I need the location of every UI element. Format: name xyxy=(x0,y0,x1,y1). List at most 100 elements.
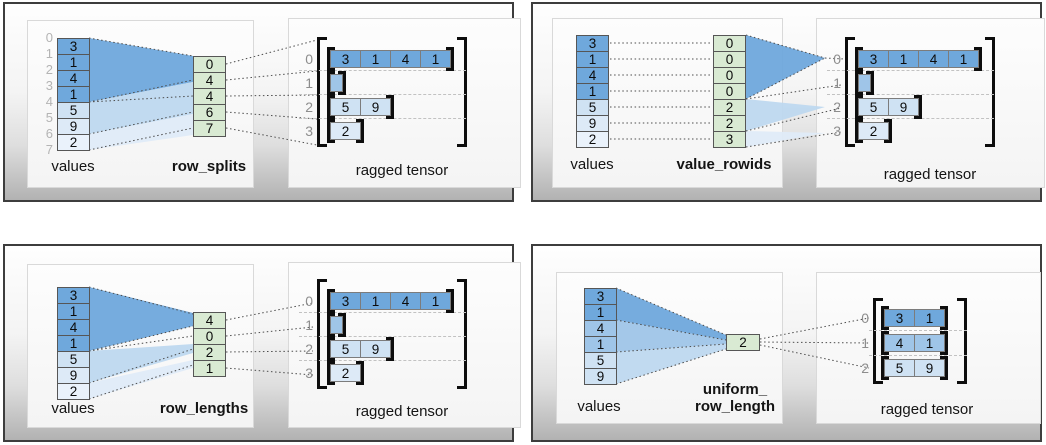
index-label: 0 xyxy=(305,293,313,309)
cell: 2 xyxy=(713,115,746,132)
tensor-row xyxy=(855,71,874,95)
cell: 4 xyxy=(584,320,617,337)
index-label: 6 xyxy=(45,126,53,141)
cell: 9 xyxy=(576,115,609,132)
close-bracket-icon xyxy=(356,361,364,385)
tensor-cell: 1 xyxy=(360,292,391,310)
tensor-label: ragged tensor xyxy=(355,403,449,420)
dotted-line xyxy=(225,302,314,321)
dotted-line xyxy=(225,111,318,120)
tensor-label: ragged tensor xyxy=(880,401,974,418)
open-bracket-icon xyxy=(855,95,863,119)
cell: 3 xyxy=(57,287,90,304)
cell: 0 xyxy=(713,67,746,84)
dotted-line xyxy=(225,94,318,97)
row-separator xyxy=(827,94,994,95)
dotted-line xyxy=(88,348,194,384)
cell: 4 xyxy=(193,312,226,329)
values-label: values xyxy=(51,400,95,417)
index-label: 1 xyxy=(305,317,313,333)
cell: 7 xyxy=(193,120,226,137)
tensor-row: 2 xyxy=(855,119,892,143)
connector-lines xyxy=(610,34,846,148)
open-bracket-icon xyxy=(881,306,889,330)
index-label: 3 xyxy=(833,123,841,139)
open-bracket-icon xyxy=(855,119,863,143)
cell: 1 xyxy=(584,304,617,321)
cell: 2 xyxy=(713,99,746,116)
tensor-cell: 2 xyxy=(330,364,361,382)
dotted-line xyxy=(88,325,194,352)
row-separator xyxy=(827,70,994,71)
cell: 1 xyxy=(57,303,90,320)
matrix-open-bracket-icon xyxy=(317,37,327,147)
matrix-close-bracket-icon xyxy=(457,279,467,389)
connector-lines xyxy=(88,286,314,400)
dotted-line xyxy=(88,37,194,57)
cell: 1 xyxy=(193,360,226,377)
open-bracket-icon xyxy=(327,361,335,385)
cell: 2 xyxy=(193,344,226,361)
index-label: 3 xyxy=(305,123,313,139)
tensor-cell: 4 xyxy=(390,50,421,68)
connector-lines xyxy=(88,37,318,151)
method-label: value_rowids xyxy=(676,156,772,173)
index-label: 0 xyxy=(305,51,313,67)
close-bracket-icon xyxy=(386,337,394,361)
method-column: 2 xyxy=(726,334,760,351)
close-bracket-icon xyxy=(446,289,454,313)
dotted-line xyxy=(745,34,826,59)
cell: 5 xyxy=(584,352,617,369)
index-label: 2 xyxy=(305,341,313,357)
dotted-line xyxy=(88,335,194,352)
cell: 4 xyxy=(576,67,609,84)
row-index-column: 0 1 2 3 xyxy=(289,289,313,385)
index-label: 2 xyxy=(861,360,869,376)
matrix-open-bracket-icon xyxy=(873,298,883,384)
dotted-line xyxy=(88,286,194,315)
close-bracket-icon xyxy=(356,119,364,143)
matrix-open-bracket-icon xyxy=(845,37,855,147)
tensor-cells: 2 xyxy=(330,122,361,140)
close-bracket-icon xyxy=(884,119,892,143)
close-bracket-icon xyxy=(386,95,394,119)
open-bracket-icon xyxy=(327,289,335,313)
matrix-open-bracket-icon xyxy=(317,279,327,389)
cell: 3 xyxy=(584,288,617,305)
cell: 1 xyxy=(584,336,617,353)
tensor-cell: 9 xyxy=(914,359,945,377)
index-label: 0 xyxy=(45,30,53,45)
row-separator xyxy=(299,360,466,361)
empty-row-cell xyxy=(330,316,343,334)
row-separator xyxy=(299,118,466,119)
method-label: row_lengths xyxy=(159,400,249,417)
tensor-cell: 2 xyxy=(858,122,889,140)
values-label: values xyxy=(577,398,621,415)
dotted-line xyxy=(225,70,318,81)
open-bracket-icon xyxy=(327,313,335,337)
cell: 9 xyxy=(584,368,617,385)
tensor-row: 2 xyxy=(327,361,364,385)
cell: 2 xyxy=(57,383,90,400)
index-label: 3 xyxy=(305,365,313,381)
method-label: uniform_ row_length xyxy=(694,381,776,415)
close-bracket-icon xyxy=(338,313,346,337)
funnel-xlight xyxy=(746,131,825,147)
matrix-close-bracket-icon xyxy=(957,298,967,384)
